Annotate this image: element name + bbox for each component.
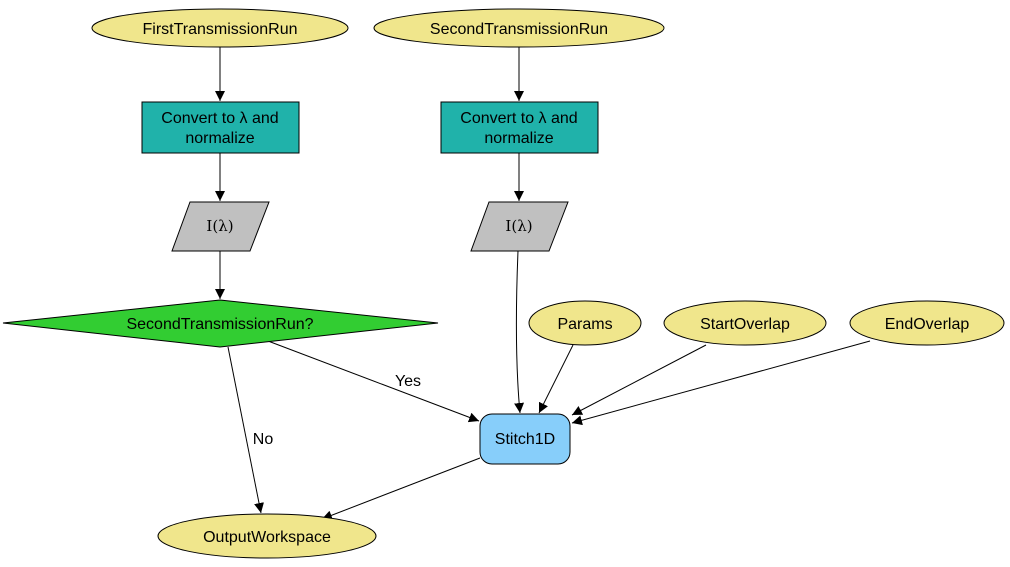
node-shape bbox=[663, 300, 827, 346]
node-shape bbox=[528, 300, 642, 346]
node-shape bbox=[479, 413, 571, 465]
edge-start-overlap-to-stitch bbox=[571, 344, 707, 416]
node-start-overlap: StartOverlap bbox=[663, 300, 827, 346]
node-output-workspace: OutputWorkspace bbox=[157, 513, 377, 559]
edge-label-no: No bbox=[253, 431, 274, 448]
node-shape bbox=[470, 201, 569, 252]
node-stitch1d: Stitch1D bbox=[479, 413, 571, 465]
edge-i-lambda-right-to-stitch bbox=[514, 250, 525, 414]
node-label: OutputWorkspace bbox=[203, 529, 331, 546]
node-label: SecondTransmissionRun bbox=[430, 21, 608, 38]
node-convert-left: Convert to λ and normalize bbox=[141, 101, 300, 154]
node-shape bbox=[171, 201, 270, 252]
node-params: Params bbox=[528, 300, 642, 346]
node-label: SecondTransmissionRun? bbox=[126, 316, 313, 333]
node-label-line-2: normalize bbox=[185, 130, 254, 147]
node-convert-right: Convert to λ and normalize bbox=[440, 101, 599, 154]
edge-decision-yes-to-stitch bbox=[267, 340, 480, 423]
edge-decision-no-to-output bbox=[227, 346, 264, 514]
node-i-lambda-left: I(λ) bbox=[171, 201, 270, 252]
node-i-lambda-right: I(λ) bbox=[470, 201, 569, 252]
node-shape bbox=[440, 101, 599, 154]
node-first-transmission-run: FirstTransmissionRun bbox=[91, 8, 349, 48]
node-shape bbox=[373, 8, 665, 48]
node-label: Params bbox=[557, 316, 612, 333]
node-decision: SecondTransmissionRun? bbox=[2, 299, 439, 348]
node-shape bbox=[141, 101, 300, 154]
node-shape bbox=[2, 299, 439, 348]
node-label: Stitch1D bbox=[495, 431, 555, 448]
edge-params-to-stitch bbox=[538, 344, 574, 414]
edge-end-overlap-to-stitch bbox=[571, 340, 871, 426]
node-second-transmission-run: SecondTransmissionRun bbox=[373, 8, 665, 48]
node-label: EndOverlap bbox=[885, 316, 970, 333]
edge-stitch-to-output bbox=[321, 457, 481, 521]
node-shape bbox=[849, 300, 1005, 346]
node-label: FirstTransmissionRun bbox=[143, 21, 298, 38]
node-label: StartOverlap bbox=[700, 316, 790, 333]
node-shape bbox=[91, 8, 349, 48]
edges: Yes No bbox=[215, 46, 871, 521]
node-end-overlap: EndOverlap bbox=[849, 300, 1005, 346]
node-label-line-1: Convert to λ and bbox=[460, 110, 577, 127]
nodes: FirstTransmissionRun SecondTransmissionR… bbox=[2, 8, 1005, 559]
edge-label-yes: Yes bbox=[395, 373, 421, 390]
node-shape bbox=[157, 513, 377, 559]
node-label-line-2: normalize bbox=[484, 130, 553, 147]
node-label-line-1: Convert to λ and bbox=[161, 110, 278, 127]
node-label: I(λ) bbox=[505, 217, 532, 235]
node-label: I(λ) bbox=[206, 217, 233, 235]
